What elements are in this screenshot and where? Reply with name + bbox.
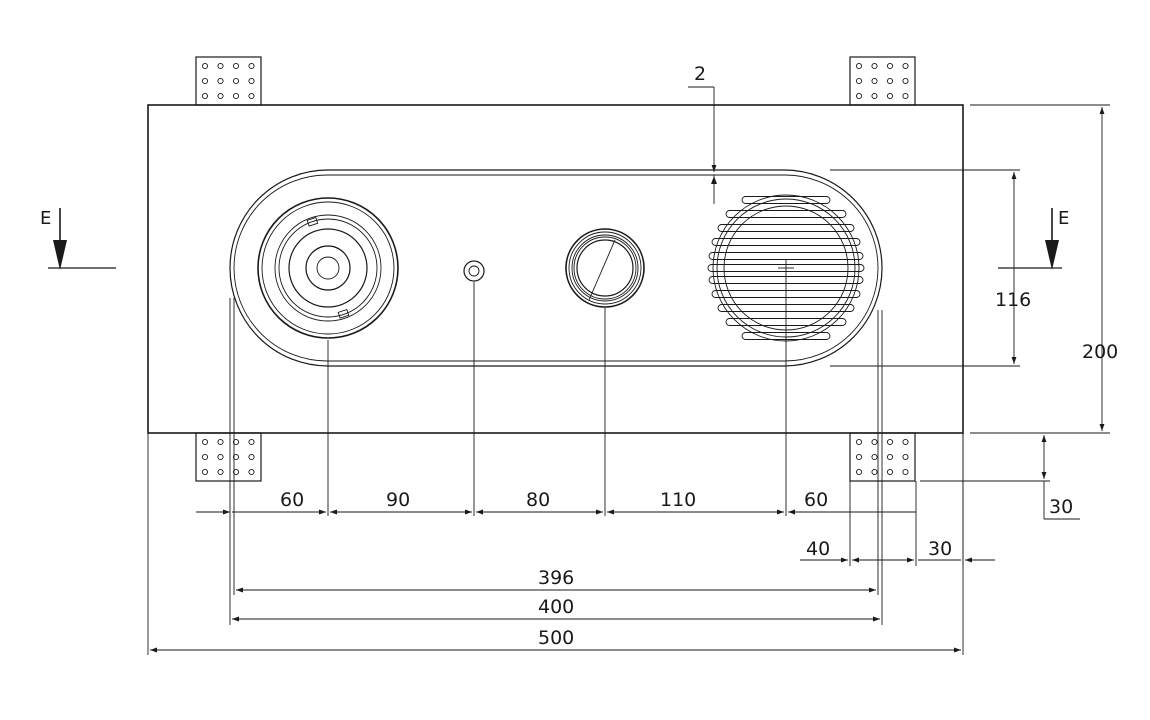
dim-chain-1-label: 60 (280, 489, 304, 511)
tab-hole (248, 468, 255, 476)
tab-hole (217, 468, 224, 476)
tab-hole (886, 468, 894, 476)
dim-panel-width-label: 400 (538, 596, 574, 618)
tab-hole (902, 453, 909, 461)
tab-hole (902, 62, 909, 70)
tab-hole (871, 453, 878, 461)
grille-slot (725, 210, 847, 218)
dim-panel-height-label: 116 (995, 289, 1031, 311)
tab-hole (248, 77, 255, 85)
dim-chain-5-label: 60 (804, 489, 828, 511)
tab-hole (232, 92, 240, 100)
tab-hole (248, 438, 255, 446)
grille-slot (717, 224, 855, 232)
dim-overall-width-label: 500 (538, 627, 574, 649)
tab-hole (886, 62, 894, 70)
tab-hole (855, 77, 863, 85)
dim-panel-inner-width-label: 396 (538, 567, 574, 589)
tab-hole (855, 438, 863, 446)
tab-hole (902, 77, 909, 85)
tab-hole (248, 62, 255, 70)
tab-hole (201, 438, 209, 446)
push-button (565, 228, 645, 308)
dim-panel-inner-width: 396 (236, 567, 876, 593)
tab-hole (248, 92, 255, 100)
mounting-tabs (195, 56, 916, 482)
tab-hole (886, 453, 894, 461)
front-panel-inner (233, 174, 879, 362)
tab-holes (201, 62, 909, 476)
tab-hole (871, 468, 878, 476)
outer-enclosure (147, 104, 964, 434)
tab-hole (232, 77, 240, 85)
tab-hole (871, 77, 878, 85)
grille-slot (708, 252, 864, 260)
tab-hole (871, 92, 878, 100)
tab-hole (217, 62, 224, 70)
dim-tab-width-label: 40 (806, 538, 830, 560)
tab-hole (232, 468, 240, 476)
extension-lines (147, 104, 1110, 655)
dim-overall-width: 500 (150, 627, 961, 653)
tab-hole (871, 62, 878, 70)
dim-tab-depth-label: 30 (1049, 496, 1073, 518)
tab-hole (902, 92, 909, 100)
tab-hole (201, 453, 209, 461)
tab-hole (232, 453, 240, 461)
tab-hole (232, 62, 240, 70)
dim-tab-width: 40 (800, 538, 914, 563)
dim-overall-height: 200 (1082, 107, 1118, 431)
dim-gap-top-label: 2 (694, 63, 706, 85)
dim-tab-offset-label: 30 (928, 538, 952, 560)
grille-slot (711, 238, 861, 246)
tab-hole (248, 453, 255, 461)
dim-chain-2-label: 90 (386, 489, 410, 511)
dim-chain-3-label: 80 (526, 489, 550, 511)
tab-hole (886, 92, 894, 100)
tab-hole (855, 92, 863, 100)
tab-hole (855, 453, 863, 461)
dim-tab-depth: 30 (1041, 435, 1080, 520)
tab-hole (871, 438, 878, 446)
tab-hole (902, 468, 909, 476)
dim-tab-offset: 30 (918, 538, 995, 563)
section-label-left: E (40, 208, 51, 229)
front-panel-outer (229, 169, 883, 367)
tab-hole (855, 468, 863, 476)
grille-slot (741, 196, 831, 204)
tab-hole (902, 438, 909, 446)
dim-chain: 60 90 80 110 60 (196, 489, 916, 515)
tab-hole (217, 92, 224, 100)
rotary-knob (257, 197, 399, 339)
tab-hole (201, 468, 209, 476)
dim-gap-top: 2 (688, 63, 717, 204)
dim-panel-width: 400 (232, 596, 880, 622)
section-marker-right: E (998, 208, 1069, 270)
tab-hole (886, 438, 894, 446)
tab-hole (217, 438, 224, 446)
tab-hole (232, 438, 240, 446)
dim-overall-height-label: 200 (1082, 341, 1118, 363)
section-marker-left: E (40, 208, 116, 270)
section-label-right: E (1058, 208, 1069, 229)
tab-hole (201, 92, 209, 100)
tab-hole (217, 453, 224, 461)
tab-hole (855, 62, 863, 70)
dim-chain-4-label: 110 (660, 489, 696, 511)
tab-hole (217, 77, 224, 85)
indicator-led (463, 260, 485, 282)
tab-hole (201, 77, 209, 85)
tab-hole (201, 62, 209, 70)
dim-panel-height: 116 (995, 172, 1031, 364)
tab-hole (886, 77, 894, 85)
